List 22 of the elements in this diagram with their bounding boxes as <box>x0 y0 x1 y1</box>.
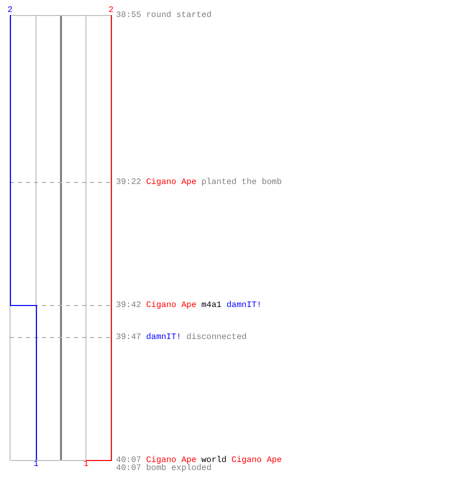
event-time: 38:55 <box>116 11 142 20</box>
player-count: 2 <box>7 6 13 15</box>
player-count: 1 <box>83 460 89 469</box>
player-name: Cigano Ape <box>146 178 196 187</box>
event-text: bomb exploded <box>146 464 212 473</box>
player-name: Cigano Ape <box>232 456 282 465</box>
event-time: 40:07 <box>116 456 142 465</box>
player-name: m4a1 <box>201 301 222 310</box>
event-time: 39:47 <box>116 333 142 342</box>
event-time: 40:07 <box>116 464 142 473</box>
player-name: damnIT! <box>226 301 262 310</box>
event-time: 39:22 <box>116 178 142 187</box>
event-time: 39:42 <box>116 301 142 310</box>
player-name: world <box>201 456 227 465</box>
player-name: Cigano Ape <box>146 301 196 310</box>
player-count: 2 <box>108 6 114 15</box>
event-text: planted the bomb <box>201 178 282 187</box>
event-text: round started <box>146 11 212 20</box>
player-name: Cigano Ape <box>146 456 196 465</box>
player-count: 1 <box>33 460 39 469</box>
event-text: disconnected <box>186 333 247 342</box>
player-name: damnIT! <box>146 333 182 342</box>
